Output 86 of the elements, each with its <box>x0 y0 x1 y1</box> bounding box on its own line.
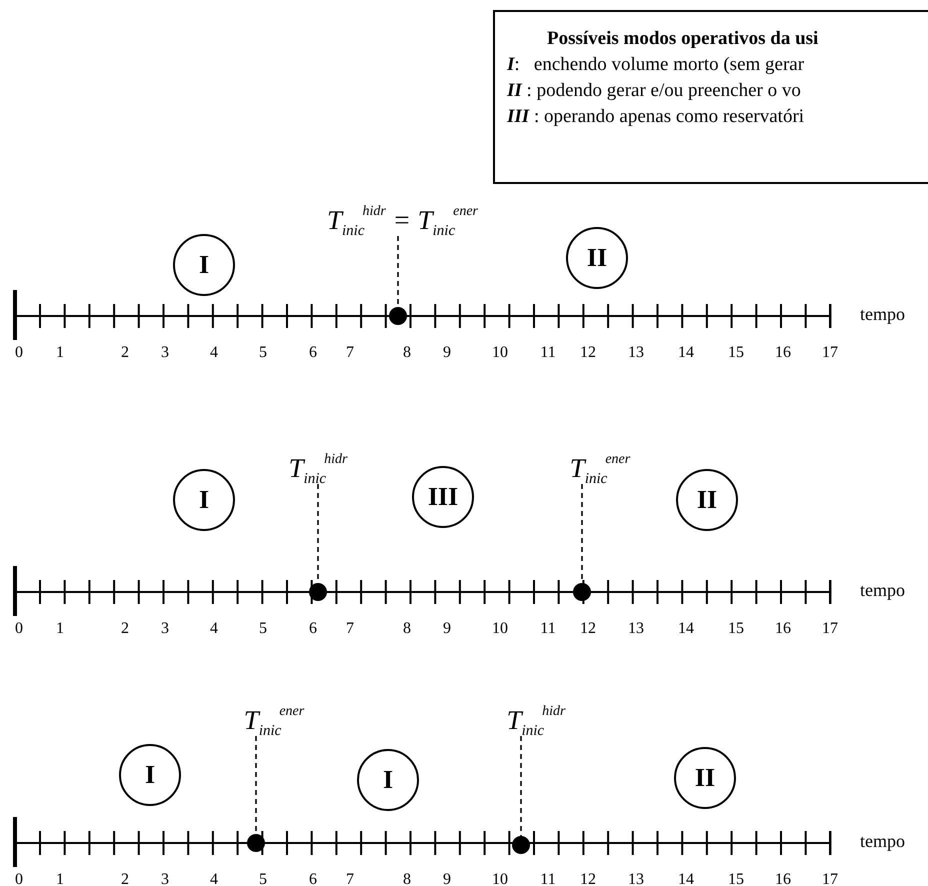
mode-circle <box>119 744 181 806</box>
tick-label: 4 <box>210 871 218 886</box>
tick-label: 6 <box>309 620 317 638</box>
tick-label: 3 <box>161 871 169 886</box>
time-marker-dot <box>573 583 591 601</box>
time-marker-dot <box>389 307 407 325</box>
tick-label: 8 <box>403 871 411 886</box>
tick-label: 5 <box>259 620 267 638</box>
tick-label: 16 <box>775 344 791 362</box>
tick-label: 4 <box>210 344 218 362</box>
tick-label: 7 <box>346 344 354 362</box>
tick-label: 15 <box>728 871 744 886</box>
tick-label: 11 <box>540 344 556 362</box>
tick-label: 0 <box>15 871 23 886</box>
tick-label: 1 <box>56 871 64 886</box>
axis-title: tempo <box>860 831 905 852</box>
tick-label: 2 <box>121 620 129 638</box>
tick-label: 16 <box>775 620 791 638</box>
mode-circle <box>412 466 474 528</box>
tick-label: 15 <box>728 344 744 362</box>
legend-heading: Possíveis modos operativos da usi <box>546 27 820 51</box>
tick-label: 12 <box>580 871 596 886</box>
tick-label: 7 <box>346 620 354 638</box>
tick-label: 9 <box>443 620 451 638</box>
tick-label: 14 <box>678 344 694 362</box>
tick-label: 11 <box>540 620 556 638</box>
legend-entry: II : podendo gerar e/ou preencher o vo <box>507 79 802 103</box>
tick-label: 7 <box>346 871 354 886</box>
leader-line <box>520 736 522 836</box>
tick-label: 0 <box>15 344 23 362</box>
mode-circle <box>173 234 235 296</box>
tick-label: 13 <box>628 344 644 362</box>
mode-numeral: I <box>144 760 156 790</box>
mode-numeral: I <box>382 765 394 795</box>
tick-label: 12 <box>580 620 596 638</box>
tick-label: 5 <box>259 344 267 362</box>
mode-numeral: III <box>428 482 458 512</box>
tick-label: 6 <box>309 871 317 886</box>
tick-label: 10 <box>492 344 508 362</box>
tick-label: 10 <box>492 871 508 886</box>
tick-label: 3 <box>161 344 169 362</box>
tick-label: 1 <box>56 344 64 362</box>
tick-label: 2 <box>121 871 129 886</box>
tick-label: 13 <box>628 871 644 886</box>
axis-title: tempo <box>860 304 905 325</box>
mode-circle <box>674 747 736 809</box>
time-marker-dot <box>247 834 265 852</box>
mode-numeral: II <box>696 485 718 515</box>
tick-label: 1 <box>56 620 64 638</box>
legend-entry: III : operando apenas como reservatóri <box>507 105 806 129</box>
tick-label: 17 <box>822 871 838 886</box>
legend-entry: I: enchendo volume morto (sem gerar <box>507 53 806 77</box>
tick-label: 16 <box>775 871 791 886</box>
leader-line <box>255 736 257 834</box>
mode-circle <box>357 749 419 811</box>
mode-circle <box>676 469 738 531</box>
tick-label: 13 <box>628 620 644 638</box>
mode-numeral: II <box>586 243 608 273</box>
tick-label: 5 <box>259 871 267 886</box>
tick-label: 3 <box>161 620 169 638</box>
leader-line <box>397 236 399 307</box>
tick-label: 14 <box>678 871 694 886</box>
tick-label: 14 <box>678 620 694 638</box>
tick-label: 9 <box>443 871 451 886</box>
time-marker-dot <box>512 836 530 854</box>
tick-label: 2 <box>121 344 129 362</box>
tick-label: 12 <box>580 344 596 362</box>
mode-numeral: I <box>198 485 210 515</box>
tick-label: 17 <box>822 344 838 362</box>
tick-label: 8 <box>403 344 411 362</box>
mode-circle <box>566 227 628 289</box>
axis-title: tempo <box>860 580 905 601</box>
tick-label: 15 <box>728 620 744 638</box>
mode-numeral: II <box>694 763 716 793</box>
tick-label: 9 <box>443 344 451 362</box>
tick-label: 8 <box>403 620 411 638</box>
mode-circle <box>173 469 235 531</box>
legend-box <box>493 10 928 184</box>
tick-label: 17 <box>822 620 838 638</box>
tick-label: 0 <box>15 620 23 638</box>
tick-label: 11 <box>540 871 556 886</box>
tick-label: 10 <box>492 620 508 638</box>
tick-label: 6 <box>309 344 317 362</box>
time-marker-dot <box>309 583 327 601</box>
mode-numeral: I <box>198 250 210 280</box>
tick-label: 4 <box>210 620 218 638</box>
